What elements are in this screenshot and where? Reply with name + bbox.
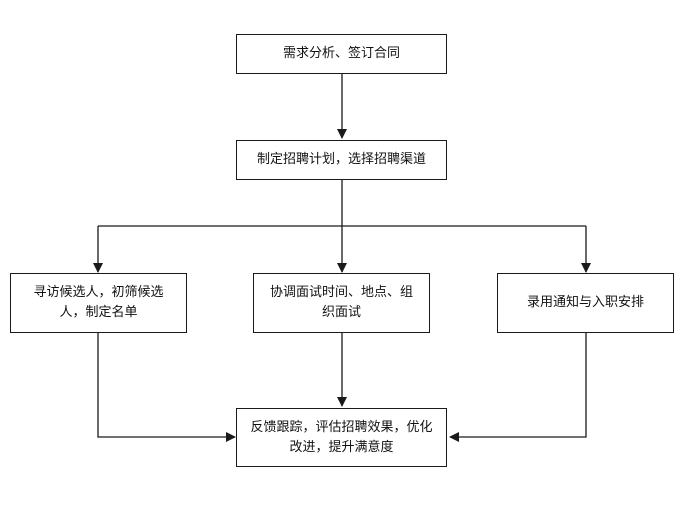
node-search: 寻访候选人，初筛候选人，制定名单 xyxy=(10,273,187,333)
arrow-search-to-feedback xyxy=(97,333,236,442)
node-interview: 协调面试时间、地点、组织面试 xyxy=(253,273,430,333)
node-plan-label: 制定招聘计划，选择招聘渠道 xyxy=(256,152,426,167)
node-search-label: 寻访候选人，初筛候选人，制定名单 xyxy=(33,285,164,320)
node-feedback-label: 反馈跟踪，评估招聘效果，优化改进，提升满意度 xyxy=(250,419,433,455)
node-plan: 制定招聘计划，选择招聘渠道 xyxy=(236,140,447,180)
node-interview-label: 协调面试时间、地点、组织面试 xyxy=(269,285,413,320)
arrow-hire-to-feedback xyxy=(449,333,587,442)
node-hire: 录用通知与入职安排 xyxy=(497,273,674,333)
node-hire-label: 录用通知与入职安排 xyxy=(526,295,644,310)
node-requirements-label: 需求分析、签订合同 xyxy=(282,46,400,61)
node-feedback: 反馈跟踪，评估招聘效果，优化改进，提升满意度 xyxy=(236,408,447,467)
node-requirements: 需求分析、签订合同 xyxy=(236,34,447,74)
